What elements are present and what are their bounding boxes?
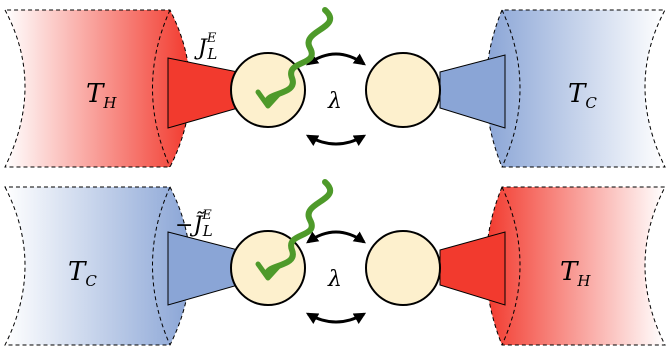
top-right-lead [439, 54, 506, 129]
bottom-left-lead [167, 231, 239, 306]
bottom-right-reservoir-inner-edge [501, 186, 521, 346]
bottom-coupling-label: λ [327, 267, 342, 292]
bottom-left-reservoir-inner-edge [152, 186, 171, 346]
bottom-right-dot [365, 230, 441, 306]
top-left-reservoir [4, 9, 191, 168]
top-coupling-label: λ [327, 89, 342, 114]
bottom-photon-arrowhead-icon [255, 261, 281, 281]
bottom-lower-coupling-arrow [305, 312, 367, 324]
top-photon-wave-icon [264, 7, 334, 107]
bottom-right-lead [439, 231, 506, 306]
top-right-dot [365, 52, 441, 128]
top-left-reservoir-inner-edge [152, 9, 171, 168]
top-lower-coupling-arrow [305, 134, 367, 146]
top-right-reservoir-inner-edge [501, 9, 521, 168]
top-left-dot [230, 52, 306, 128]
bottom-left-temperature: TC [68, 257, 97, 290]
top-upper-coupling-arrow [306, 52, 366, 66]
top-left-temperature: TH [86, 79, 117, 112]
bottom-right-temperature: TH [560, 257, 591, 290]
bottom-photon-wave-icon [264, 179, 334, 279]
bottom-left-reservoir [4, 186, 191, 346]
top-right-temperature: TC [568, 79, 597, 112]
bottom-upper-coupling-arrow [306, 230, 366, 244]
top-left-lead [167, 57, 239, 129]
top-photon-arrowhead-icon [255, 89, 281, 109]
